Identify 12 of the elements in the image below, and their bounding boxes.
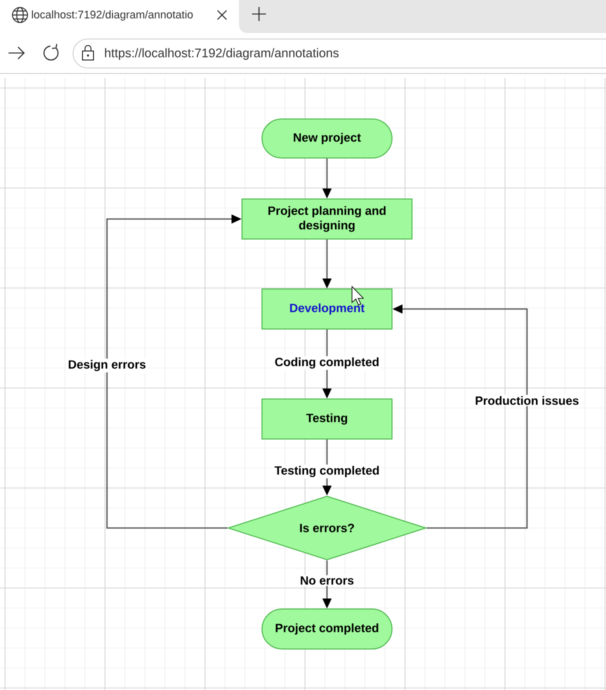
edge-label: Design errors xyxy=(66,358,148,372)
address-bar: https://localhost:7192/diagram/annotations xyxy=(72,38,606,68)
edge-label: No errors xyxy=(298,575,356,586)
rounded-box: New project xyxy=(262,118,392,158)
edge-label: Testing completed xyxy=(273,464,381,478)
tab-title: localhost:7192/diagram/annotatio xyxy=(32,10,193,21)
rounded-box: Project completed xyxy=(262,608,392,650)
process-box: Project planning and designing xyxy=(242,198,412,240)
process-box: Development xyxy=(262,288,392,330)
edge-label: Coding completed xyxy=(273,356,381,370)
edge-label: Production issues xyxy=(474,394,580,406)
process-box: Testing xyxy=(262,398,392,440)
